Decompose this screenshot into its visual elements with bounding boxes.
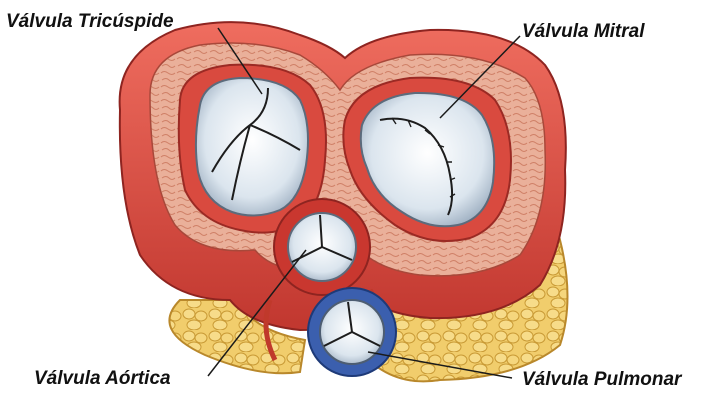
tricuspid-valve (196, 78, 308, 216)
label-mitral: Válvula Mitral (522, 21, 645, 42)
label-aortic: Válvula Aórtica (34, 368, 171, 389)
label-pulmonary: Válvula Pulmonar (522, 369, 683, 390)
label-tricuspid: Válvula Tricúspide (6, 11, 174, 32)
